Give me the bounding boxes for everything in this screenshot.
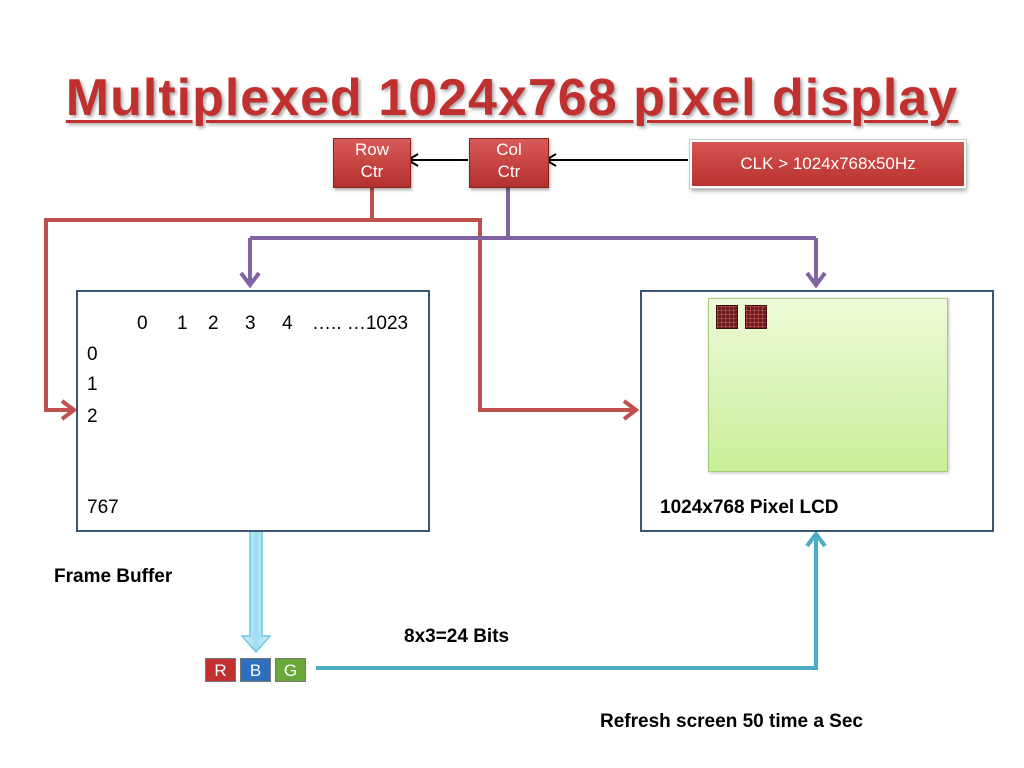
col-counter-box: Col Ctr bbox=[469, 138, 549, 188]
row-counter-line1: Row bbox=[354, 140, 389, 159]
clock-box: CLK > 1024x768x50Hz bbox=[689, 139, 967, 189]
col-label-0: 0 bbox=[137, 313, 148, 334]
row-label-2: 2 bbox=[87, 406, 98, 427]
row-ctr-buffer-arrowhead bbox=[60, 399, 78, 421]
row-counter-line2: Ctr bbox=[360, 162, 384, 181]
col-counter-line2: Ctr bbox=[497, 162, 521, 181]
rgb-chip-g: G bbox=[275, 658, 306, 682]
row-ctr-line-to-buffer bbox=[44, 186, 374, 412]
col-label-3: 3 bbox=[245, 313, 256, 334]
bus-width-label: 8x3=24 Bits bbox=[404, 626, 510, 647]
frame-buffer-panel bbox=[76, 290, 430, 532]
row-label-767: 767 bbox=[87, 497, 119, 518]
refresh-rate-label: Refresh screen 50 time a Sec bbox=[600, 711, 863, 732]
row-label-1: 1 bbox=[87, 374, 98, 395]
col-label-2: 2 bbox=[208, 313, 219, 334]
lcd-pixel bbox=[745, 305, 767, 329]
rgb-to-lcd-arrowhead bbox=[805, 530, 827, 548]
col-label-4: 4 bbox=[282, 313, 293, 334]
lcd-label: 1024x768 Pixel LCD bbox=[660, 497, 839, 518]
col-ctr-line bbox=[248, 186, 818, 282]
buffer-output-bus bbox=[240, 530, 272, 654]
page-title: Multiplexed 1024x768 pixel display bbox=[65, 69, 959, 127]
col-counter-line1: Col bbox=[496, 140, 522, 159]
col-label-1: 1 bbox=[177, 313, 188, 334]
lcd-pixel bbox=[716, 305, 738, 329]
rgb-chip-b: B bbox=[240, 658, 271, 682]
col-label-1023: ….. …1023 bbox=[312, 313, 409, 334]
row-label-0: 0 bbox=[87, 344, 98, 365]
rgb-chip-r: R bbox=[205, 658, 236, 682]
rgb-to-lcd-line bbox=[316, 536, 818, 670]
row-counter-box: Row Ctr bbox=[333, 138, 411, 188]
col-ctr-lcd-arrowhead bbox=[805, 271, 827, 289]
col-ctr-buffer-arrowhead bbox=[239, 271, 261, 289]
row-ctr-lcd-arrowhead bbox=[622, 399, 640, 421]
row-ctr-line-to-lcd bbox=[372, 218, 634, 412]
lcd-screen bbox=[708, 298, 948, 472]
frame-buffer-label: Frame Buffer bbox=[54, 566, 173, 587]
